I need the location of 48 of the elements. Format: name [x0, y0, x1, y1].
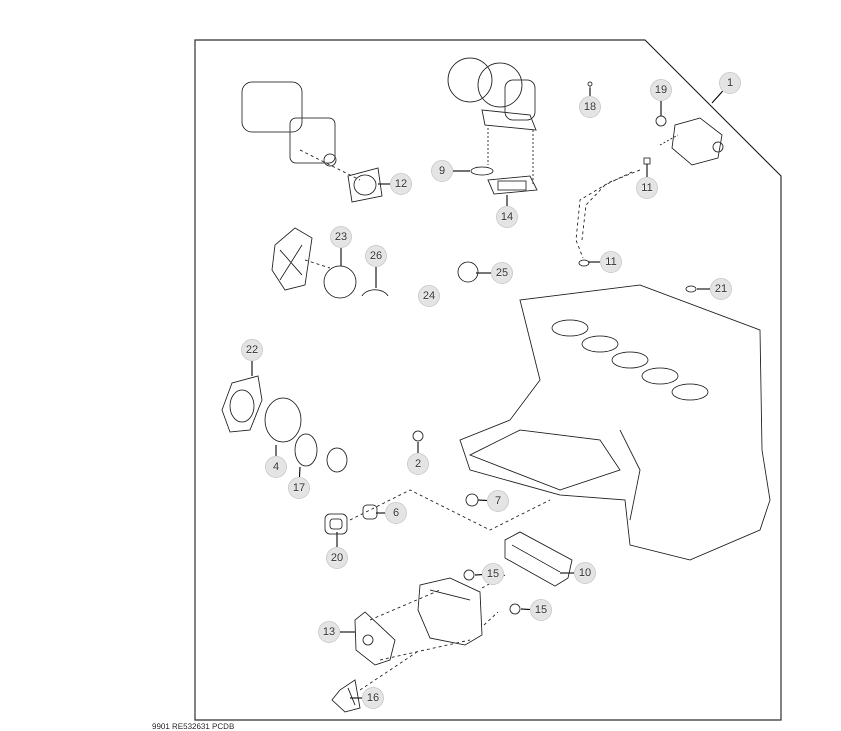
leader-line	[375, 267, 377, 288]
leader-line	[646, 164, 648, 177]
callout-number: 23	[330, 226, 352, 248]
callout-number: 10	[574, 562, 596, 584]
callout-number: 7	[487, 490, 509, 512]
callout-number: 21	[710, 278, 732, 300]
callout-number: 14	[496, 206, 518, 228]
callout-number: 18	[579, 96, 601, 118]
callout-number: 11	[636, 177, 658, 199]
callout-number: 24	[418, 285, 440, 307]
leader-line	[506, 195, 508, 206]
leader-line	[336, 532, 338, 547]
callout-number: 1	[719, 72, 741, 94]
callout-number: 16	[362, 687, 384, 709]
leader-line	[298, 466, 301, 478]
leader-line	[474, 574, 482, 576]
leader-line	[275, 445, 277, 456]
callout-number: 19	[650, 79, 672, 101]
leader-line	[378, 183, 390, 185]
callout-number: 4	[265, 456, 287, 478]
callout-number: 26	[365, 245, 387, 267]
leader-line	[350, 697, 362, 699]
leader-line	[588, 261, 600, 263]
callout-number: 15	[530, 599, 552, 621]
callout-number: 22	[241, 339, 263, 361]
callout-number: 9	[431, 160, 453, 182]
callout-number: 17	[288, 477, 310, 499]
leader-line	[417, 442, 419, 453]
callout-number: 11	[600, 251, 622, 273]
leader-line	[712, 90, 724, 104]
leader-line	[251, 361, 253, 376]
drawing-code: 9901 RE532631 PCDB	[152, 722, 234, 731]
callout-number: 25	[491, 262, 513, 284]
callout-number: 15	[482, 563, 504, 585]
leader-line	[453, 170, 470, 172]
callout-number: 6	[385, 502, 407, 524]
callout-number: 12	[390, 173, 412, 195]
leader-line	[697, 288, 710, 290]
leader-line	[660, 101, 662, 116]
callout-number: 13	[318, 621, 340, 643]
leader-line	[478, 499, 488, 502]
leader-line	[520, 608, 530, 610]
leader-line	[476, 272, 491, 274]
callout-number: 2	[407, 453, 429, 475]
leader-line	[560, 572, 574, 574]
leader-line	[340, 248, 342, 266]
callout-number: 20	[326, 547, 348, 569]
leader-line	[340, 631, 355, 633]
